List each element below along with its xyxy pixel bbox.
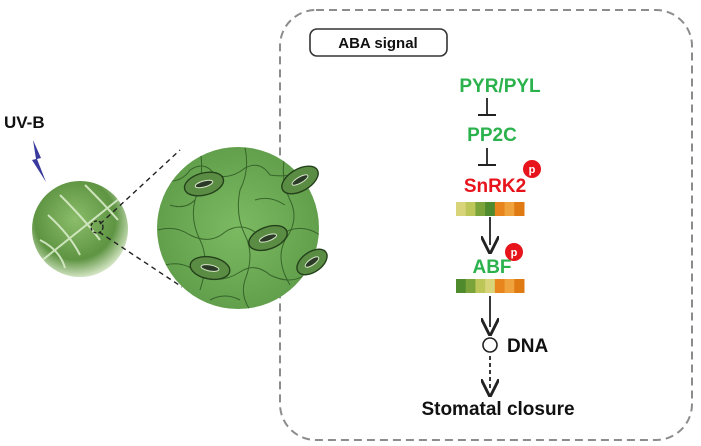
phospho-badge-icon: p bbox=[505, 243, 523, 261]
uvb-label: UV-B bbox=[4, 113, 45, 132]
bar-segment bbox=[485, 279, 496, 293]
stoma-4 bbox=[189, 255, 231, 281]
bar-segment bbox=[504, 202, 515, 216]
bar-segment bbox=[465, 279, 476, 293]
kinase-domain-bar bbox=[456, 202, 525, 216]
stoma-5 bbox=[296, 248, 328, 276]
dna-circle bbox=[482, 337, 498, 353]
leaf-icon bbox=[32, 181, 128, 277]
stoma-2 bbox=[281, 165, 319, 195]
dna-label: DNA bbox=[507, 336, 548, 357]
stoma-3 bbox=[248, 224, 288, 252]
bar-segment bbox=[456, 279, 467, 293]
bar-segment bbox=[475, 279, 486, 293]
stoma-1 bbox=[183, 171, 225, 197]
aba-title: ABA signal bbox=[338, 35, 417, 52]
tf-label: ABF bbox=[472, 257, 511, 278]
aba-title-box bbox=[309, 28, 448, 57]
aba-panel-border bbox=[279, 9, 693, 441]
bar-segment bbox=[494, 202, 506, 216]
outcome-label: Stomatal closure bbox=[421, 399, 574, 420]
phospho-badge-icon: p bbox=[523, 160, 541, 178]
kinase-label: SnRK2 bbox=[464, 176, 526, 197]
bar-segment bbox=[514, 279, 525, 293]
receptor-label: PYR/PYL bbox=[459, 76, 541, 97]
bar-segment bbox=[465, 202, 476, 216]
bar-segment bbox=[456, 202, 467, 216]
bar-segment bbox=[475, 202, 486, 216]
svg-text:p: p bbox=[529, 164, 536, 176]
zoom-line-bottom bbox=[98, 231, 183, 288]
svg-text:p: p bbox=[511, 247, 518, 259]
bar-segment bbox=[514, 202, 525, 216]
zoom-line-top bbox=[99, 149, 181, 225]
bar-segment bbox=[485, 202, 496, 216]
epidermis-magnified bbox=[157, 147, 328, 309]
bar-segment bbox=[504, 279, 515, 293]
bar-segment bbox=[494, 279, 506, 293]
phosphatase-label: PP2C bbox=[467, 125, 517, 146]
tf-domain-bar bbox=[456, 279, 525, 293]
lightning-bolt-icon bbox=[32, 140, 46, 182]
